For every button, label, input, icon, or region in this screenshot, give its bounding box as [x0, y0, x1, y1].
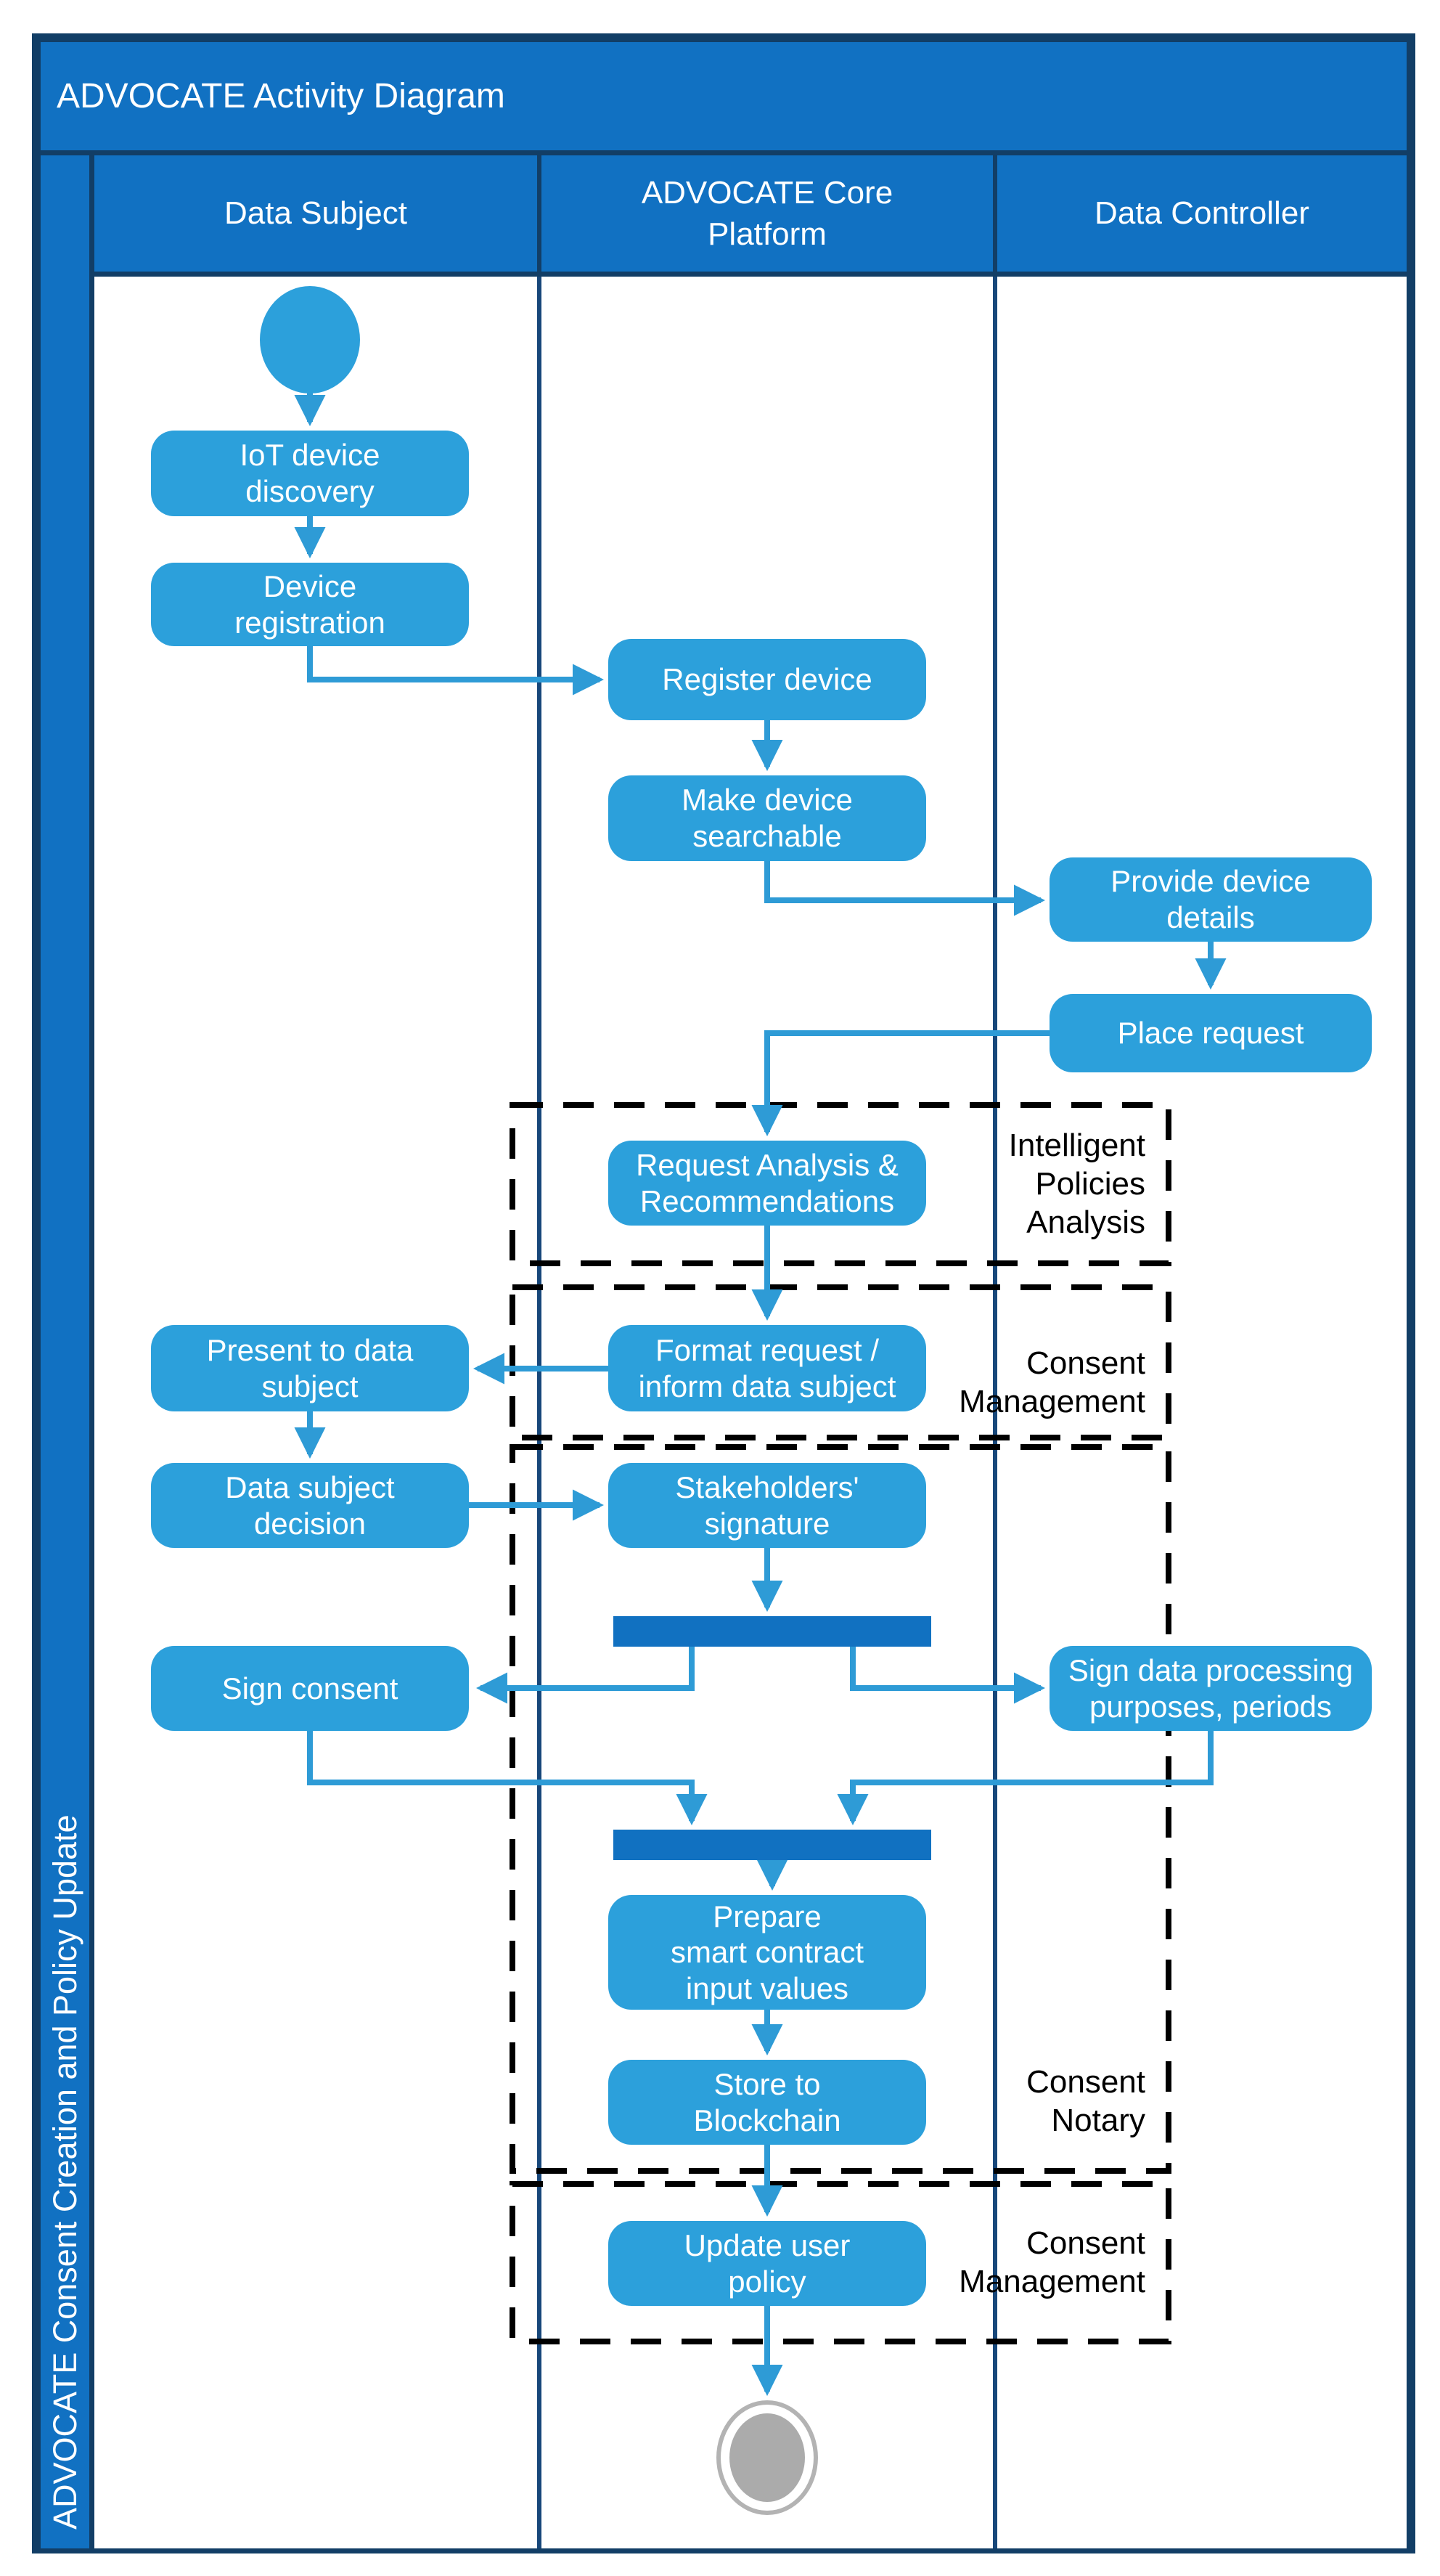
activity-update-user-policy: Update user policy — [608, 2221, 926, 2306]
lane-header-row — [94, 155, 1407, 272]
activity-sign-data-processing: Sign data processing purposes, periods — [1050, 1646, 1372, 1731]
region-label-consent-notary: Consent Notary — [1026, 2064, 1145, 2138]
join-bar — [613, 1830, 931, 1860]
edge-device-registration-to-register-device — [307, 646, 605, 696]
region-intelligent-policies-analysis — [510, 1102, 1171, 1266]
activity-present-to-data-subject: Present to data subject — [151, 1325, 469, 1411]
activity-store-to-blockchain: Store to Blockchain — [608, 2060, 926, 2145]
region-consent-notary — [510, 1444, 1171, 2174]
activity-device-registration: Device registration — [151, 563, 469, 646]
region-label-intelligent-policies-analysis: Intelligent Policies Analysis — [1008, 1128, 1145, 1240]
strip-divider — [89, 155, 94, 2548]
header-bottom-divider — [94, 272, 1407, 277]
lane-header-data-subject: Data Subject — [224, 195, 407, 232]
activity-iot-device-discovery: IoT device discovery — [151, 431, 469, 516]
final-node — [716, 2400, 818, 2515]
edge-sign-data-processing-to-join — [837, 1731, 1214, 1826]
initial-node — [260, 286, 360, 394]
region-label-consent-management-upper: Consent Management — [959, 1345, 1145, 1419]
edge-fork-to-sign-consent — [475, 1647, 695, 1704]
activity-format-request-inform-data-subject: Format request / inform data subject — [608, 1325, 926, 1411]
header-divider-2 — [993, 155, 997, 272]
activity-provide-device-details: Provide device details — [1050, 857, 1372, 942]
diagram-title-bar: ADVOCATE Activity Diagram — [41, 42, 1407, 150]
lane-border-2 — [993, 277, 997, 2548]
activity-sign-consent: Sign consent — [151, 1646, 469, 1731]
lane-header-advocate-core-platform: ADVOCATE Core Platform — [641, 174, 893, 252]
region-consent-management-lower — [510, 2181, 1171, 2344]
edge-sign-consent-to-join — [307, 1731, 708, 1826]
region-label-consent-management-lower: Consent Management — [959, 2225, 1145, 2299]
lane-header-data-controller: Data Controller — [1095, 195, 1309, 232]
fork-bar — [613, 1616, 931, 1647]
activity-place-request: Place request — [1050, 994, 1372, 1072]
activity-stakeholders-signature: Stakeholders' signature — [608, 1463, 926, 1548]
activity-prepare-smart-contract: Prepare smart contract input values — [608, 1895, 926, 2010]
activity-make-device-searchable: Make device searchable — [608, 775, 926, 861]
partition-strip — [41, 155, 89, 2548]
diagram-title: ADVOCATE Activity Diagram — [57, 77, 505, 115]
lane-border-1 — [537, 277, 541, 2548]
activity-request-analysis-recommendations: Request Analysis & Recommendations — [608, 1141, 926, 1226]
title-divider — [41, 150, 1407, 155]
final-node-dot — [729, 2413, 805, 2502]
activity-data-subject-decision: Data subject decision — [151, 1463, 469, 1548]
edge-fork-to-sign-data-processing — [850, 1647, 1046, 1704]
edge-make-searchable-to-provide-details — [764, 861, 1046, 916]
header-divider-1 — [537, 155, 541, 272]
region-consent-management-upper — [510, 1284, 1171, 1440]
diagram-frame — [32, 33, 1415, 2553]
edge-place-request-to-request-analysis — [751, 1030, 1050, 1137]
activity-register-device: Register device — [608, 639, 926, 720]
